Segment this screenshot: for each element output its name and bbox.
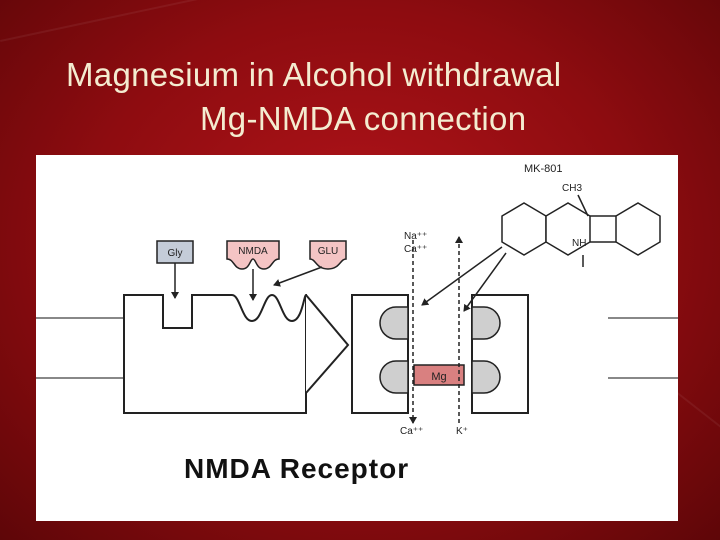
glutamate-ligand-box — [309, 240, 347, 270]
nmda-ligand-box — [226, 240, 280, 270]
mk801-label: MK-801 — [524, 163, 563, 175]
mk801-amine-label: NH — [572, 238, 586, 249]
background-streak — [0, 0, 255, 42]
glutamate-binding-arrow — [273, 266, 323, 287]
nmda-receptor-diagram: Mg Na⁺⁺ Ca⁺⁺ Ca⁺⁺ K⁺ Gly NMDA GLU MK-801… — [36, 163, 678, 484]
pore-lobe-left-upper — [379, 306, 409, 340]
mk801-methyl-label: CH3 — [562, 183, 582, 194]
slide-title-line-2: Mg-NMDA connection — [200, 100, 527, 137]
ion-label-k: K⁺ — [456, 426, 468, 437]
pore-lobe-right-lower — [471, 360, 501, 394]
receptor-wedge — [305, 294, 350, 394]
mk801-ring-left — [501, 202, 547, 256]
magnesium-label: Mg — [431, 371, 446, 383]
mk801-methyl-bond — [577, 194, 589, 217]
nmda-receptor-figure: Mg Na⁺⁺ Ca⁺⁺ Ca⁺⁺ K⁺ Gly NMDA GLU MK-801… — [36, 155, 678, 521]
ion-label-ca-in: Ca⁺⁺ — [404, 244, 427, 255]
mk801-arrow-to-channel — [463, 252, 507, 312]
mk801-arrow-to-pore — [421, 246, 503, 306]
ion-label-na: Na⁺⁺ — [404, 231, 427, 242]
mk801-ring-right — [615, 202, 661, 256]
receptor-body — [123, 293, 307, 414]
magnesium-block — [413, 364, 465, 386]
ion-label-ca-out: Ca⁺⁺ — [400, 426, 423, 437]
diagram-caption: NMDA Receptor — [184, 453, 409, 484]
glutamate-ligand-label: GLU — [318, 246, 339, 257]
pore-lobe-right-upper — [471, 306, 501, 340]
slide-title-line-1: Magnesium in Alcohol withdrawal — [66, 56, 562, 93]
pore-lobe-left-lower — [379, 360, 409, 394]
nmda-ligand-label: NMDA — [238, 246, 268, 257]
glycine-ligand-label: Gly — [168, 248, 183, 259]
